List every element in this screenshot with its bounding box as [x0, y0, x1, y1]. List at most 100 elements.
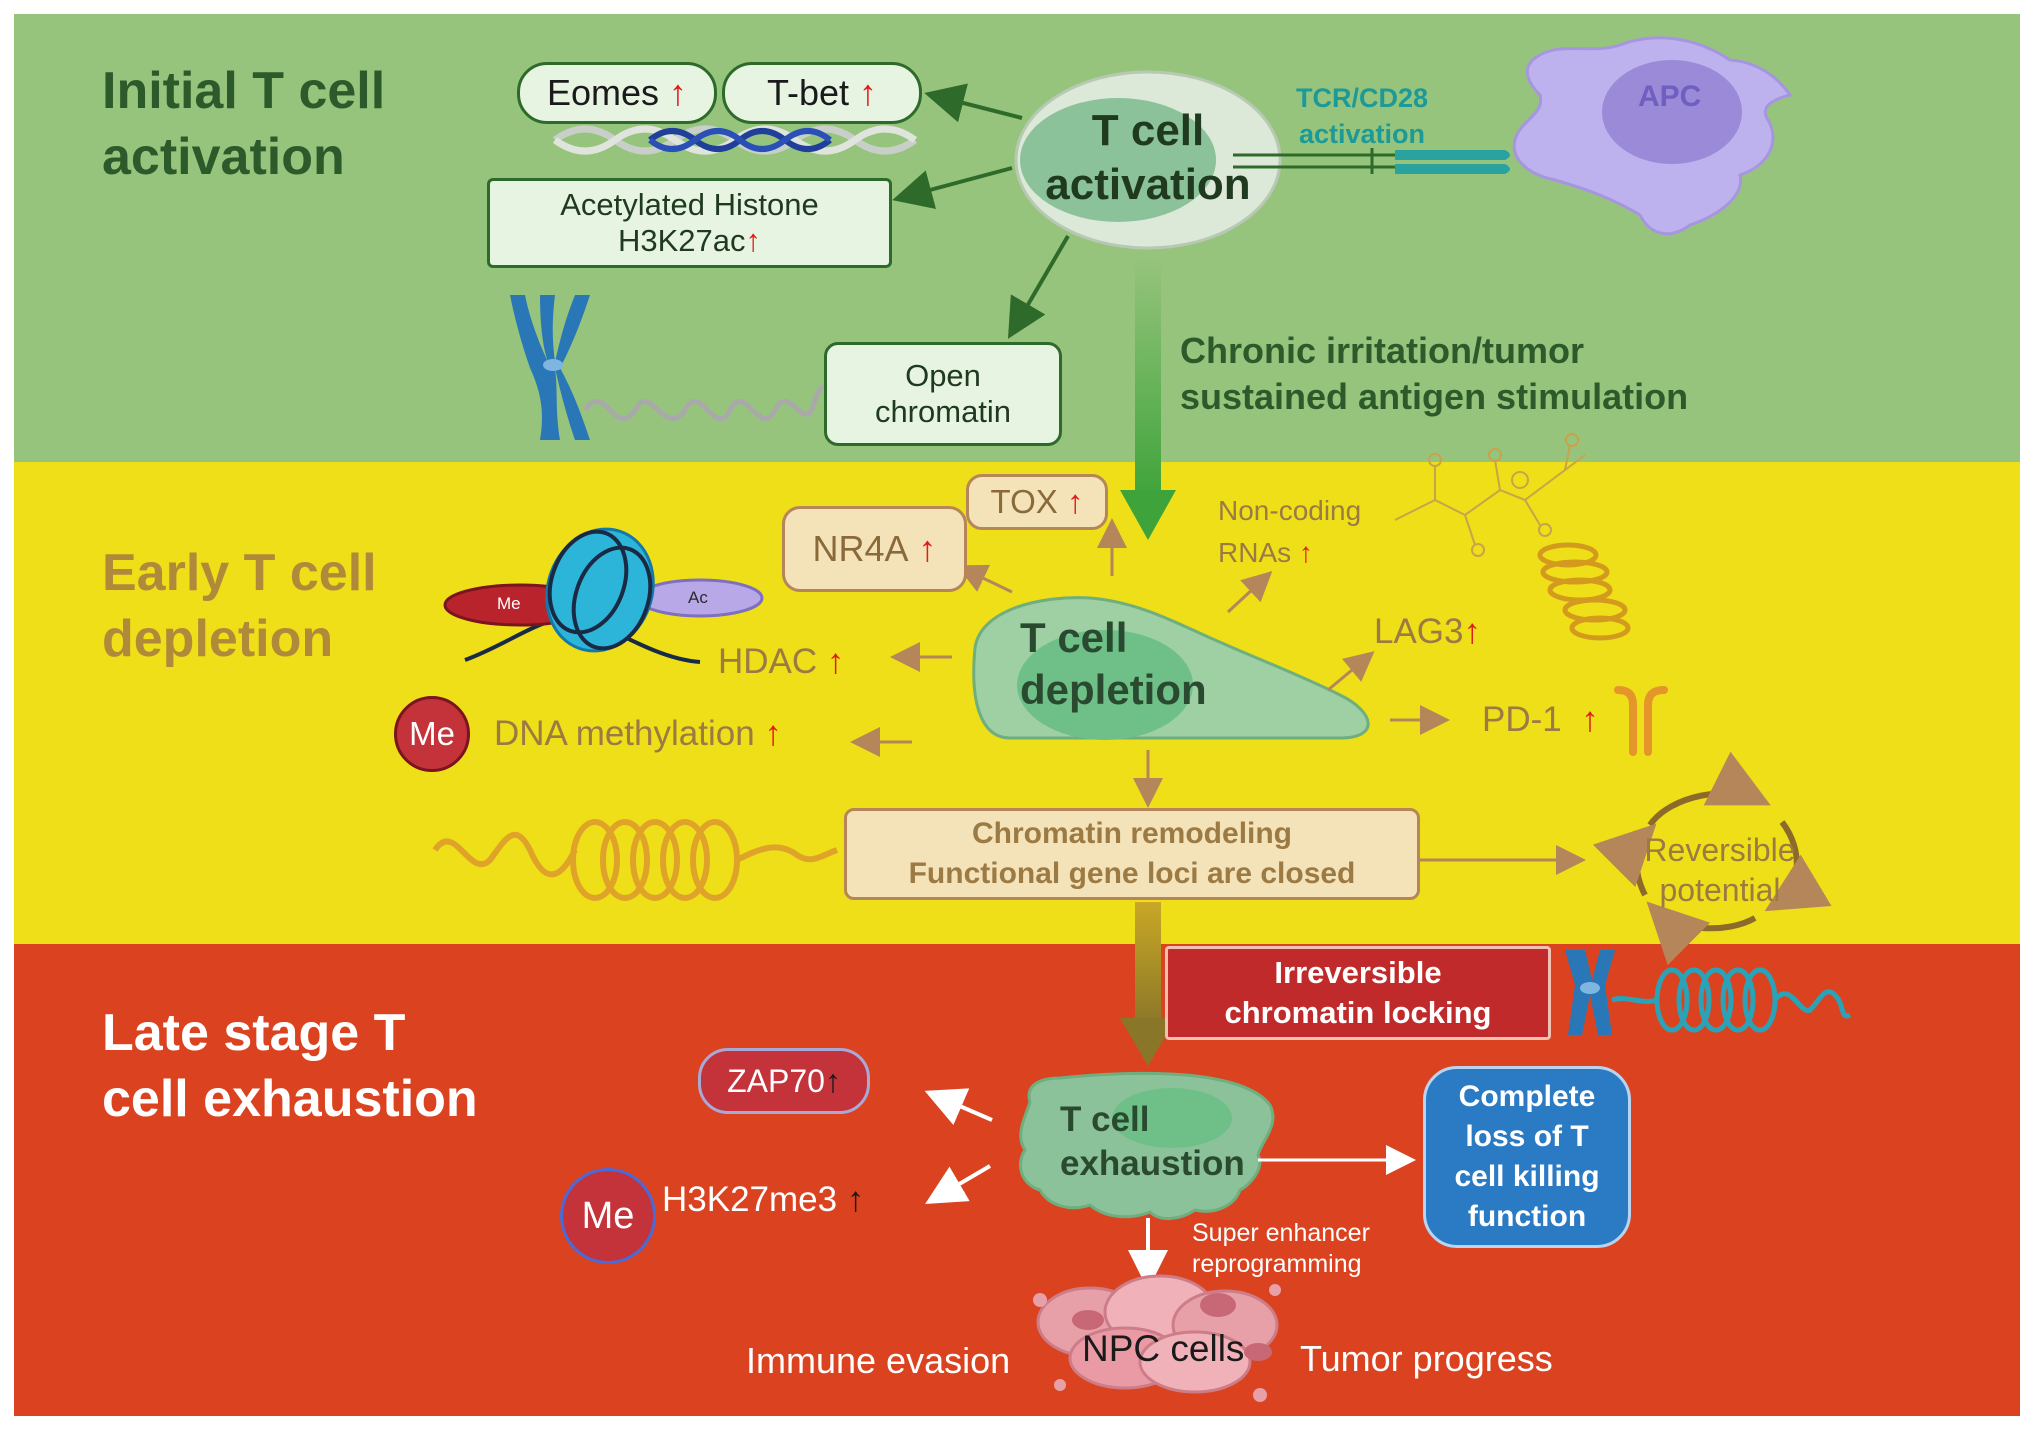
tbet-label: T-bet — [766, 72, 850, 113]
chromosome-icon — [510, 295, 590, 440]
chronic-stimulation-label: Chronic irritation/tumor sustained antig… — [1180, 328, 1688, 420]
hdac-row: HDAC ↑ — [718, 642, 844, 682]
immune-evasion-label: Immune evasion — [746, 1340, 1011, 1381]
band-title-exhaustion-line1: Late stage T — [102, 1004, 406, 1062]
me-badge-depletion-label: Me — [409, 715, 455, 752]
hdac-label: HDAC — [718, 642, 818, 681]
activation-cell-label: T cell activation — [1032, 104, 1264, 212]
apc-label: APC — [1638, 80, 1702, 113]
band-title-exhaustion: Late stage T cell exhaustion — [102, 1000, 478, 1132]
lag3-row: LAG3↑ — [1374, 612, 1481, 652]
me-badge-exhaustion-label: Me — [581, 1194, 635, 1237]
exhaustion-cell-label: T cell exhaustion — [1060, 1098, 1245, 1186]
nucleosome-ac-label: Ac — [688, 588, 708, 607]
up-arrow-icon: ↑ — [1581, 700, 1599, 739]
dna-methylation-label: DNA methylation — [494, 714, 755, 753]
nr4a-box: NR4A ↑ — [782, 506, 967, 592]
exhaustion-cell-label-2: exhaustion — [1060, 1144, 1245, 1183]
reversible-potential-label: Reversible potential — [1640, 830, 1800, 910]
band-title-depletion-line1: Early T cell — [102, 544, 377, 602]
up-arrow-icon: ↑ — [918, 528, 937, 569]
eomes-label: Eomes — [546, 72, 660, 113]
coiled-chromatin-icon — [432, 819, 839, 901]
up-arrow-icon: ↑ — [824, 1062, 841, 1099]
npc-cells-icon — [1033, 1274, 1281, 1402]
super-enhancer-label-1: Super enhancer — [1192, 1219, 1370, 1247]
chromatin-remodeling-label-2: Functional gene loci are closed — [908, 857, 1356, 890]
band-title-activation-line1: Initial T cell — [102, 62, 386, 120]
exhaustion-cell-label-1: T cell — [1060, 1100, 1150, 1139]
noncoding-rna-label: Non-coding RNAs ↑ — [1218, 490, 1361, 574]
nr4a-label: NR4A — [812, 528, 909, 569]
depletion-cell-label-1: T cell — [1020, 614, 1128, 661]
activation-cell-label-2: activation — [1045, 160, 1251, 209]
dna-helix-icon — [552, 125, 918, 155]
exhaustion-cell-nucleus — [1112, 1088, 1232, 1148]
depletion-cell-nucleus — [1017, 630, 1193, 740]
pd1-receptor-icon — [1614, 686, 1668, 756]
complete-loss-box: Complete loss of T cell killing function — [1423, 1066, 1631, 1248]
progression-arrow-olive — [1135, 902, 1161, 1027]
tox-label: TOX — [990, 483, 1058, 520]
locked-chromatin-icon — [1611, 967, 1852, 1033]
loose-chromatin-icon — [582, 384, 834, 421]
me-badge-depletion: Me — [394, 696, 470, 772]
super-enhancer-label-2: reprogramming — [1192, 1250, 1362, 1278]
eomes-box: Eomes ↑ — [517, 62, 717, 124]
complete-loss-label-3: cell killing — [1454, 1160, 1600, 1193]
acetylated-histone-box: Acetylated Histone H3K27ac↑ — [487, 178, 892, 268]
h3k27me3-row: H3K27me3 ↑ — [662, 1180, 864, 1220]
up-arrow-icon: ↑ — [669, 72, 688, 113]
irreversible-locking-label-1: Irreversible — [1274, 955, 1442, 990]
complete-loss-label-4: function — [1467, 1200, 1587, 1233]
lag3-label: LAG3 — [1374, 612, 1464, 651]
noncoding-rna-label-2: RNAs — [1218, 537, 1292, 568]
super-enhancer-label: Super enhancer reprogramming — [1192, 1218, 1370, 1280]
up-arrow-icon: ↑ — [745, 223, 762, 258]
ribosome-rna-icon — [1537, 542, 1631, 641]
tcr-cd28-label-1: TCR/CD28 — [1295, 83, 1429, 113]
depletion-cell-label: T cell depletion — [1020, 612, 1207, 716]
band-title-activation-line2: activation — [102, 128, 345, 186]
band-title-exhaustion-line2: cell exhaustion — [102, 1070, 478, 1128]
h3k27me3-label: H3K27me3 — [662, 1180, 838, 1219]
tcr-receptor-icon — [1233, 148, 1510, 174]
band-title-depletion-line2: depletion — [102, 610, 334, 668]
arrow-to-open-chromatin — [1007, 234, 1070, 339]
irreversible-locking-label-2: chromatin locking — [1224, 995, 1492, 1030]
up-arrow-icon: ↑ — [764, 714, 782, 753]
apc-nucleus — [1602, 60, 1742, 164]
progression-arrow-olive-head — [1120, 1018, 1176, 1066]
arrow-to-h3k27me3 — [925, 1164, 992, 1205]
irreversible-locking-box: Irreversible chromatin locking — [1165, 946, 1551, 1040]
noncoding-rna-label-2-row: RNAs ↑ — [1218, 532, 1361, 574]
chromatin-remodeling-label-1: Chromatin remodeling — [971, 817, 1293, 850]
band-title-activation: Initial T cell activation — [102, 58, 385, 190]
up-arrow-icon: ↑ — [846, 1180, 865, 1219]
activation-cell-nucleus — [1020, 98, 1216, 222]
zap70-label: ZAP70 — [727, 1062, 825, 1099]
tumor-progress-label: Tumor progress — [1300, 1338, 1553, 1379]
band-title-depletion: Early T cell depletion — [102, 540, 377, 672]
complete-loss-label-2: loss of T — [1465, 1120, 1589, 1153]
h3k27ac-label: H3K27ac — [617, 223, 746, 258]
arrow-to-nr4a — [956, 564, 1013, 594]
reversible-potential-label-2: potential — [1659, 872, 1781, 908]
locked-chromosome-icon — [1565, 950, 1615, 1035]
arrow-to-noncoding — [1226, 570, 1273, 614]
up-arrow-icon: ↑ — [859, 72, 878, 113]
arrow-to-eomes — [924, 83, 1023, 123]
complete-loss-label-1: Complete — [1458, 1080, 1596, 1113]
open-chromatin-label-2: chromatin — [874, 394, 1012, 429]
h3k27ac-line: H3K27ac↑ — [618, 223, 761, 259]
open-chromatin-label-1: Open — [905, 358, 981, 393]
npc-cells-label: NPC cells — [1082, 1328, 1245, 1369]
noncoding-rna-icon — [1394, 433, 1586, 557]
reversible-cycle-icon — [1592, 751, 1832, 966]
tcr-cd28-label-2: activation — [1298, 119, 1426, 149]
chronic-stimulation-label-2: sustained antigen stimulation — [1180, 376, 1689, 417]
nucleosome-me-label: Me — [497, 594, 521, 613]
tcr-cd28-label: TCR/CD28 activation — [1282, 80, 1442, 152]
arrow-to-zap70 — [924, 1088, 993, 1126]
